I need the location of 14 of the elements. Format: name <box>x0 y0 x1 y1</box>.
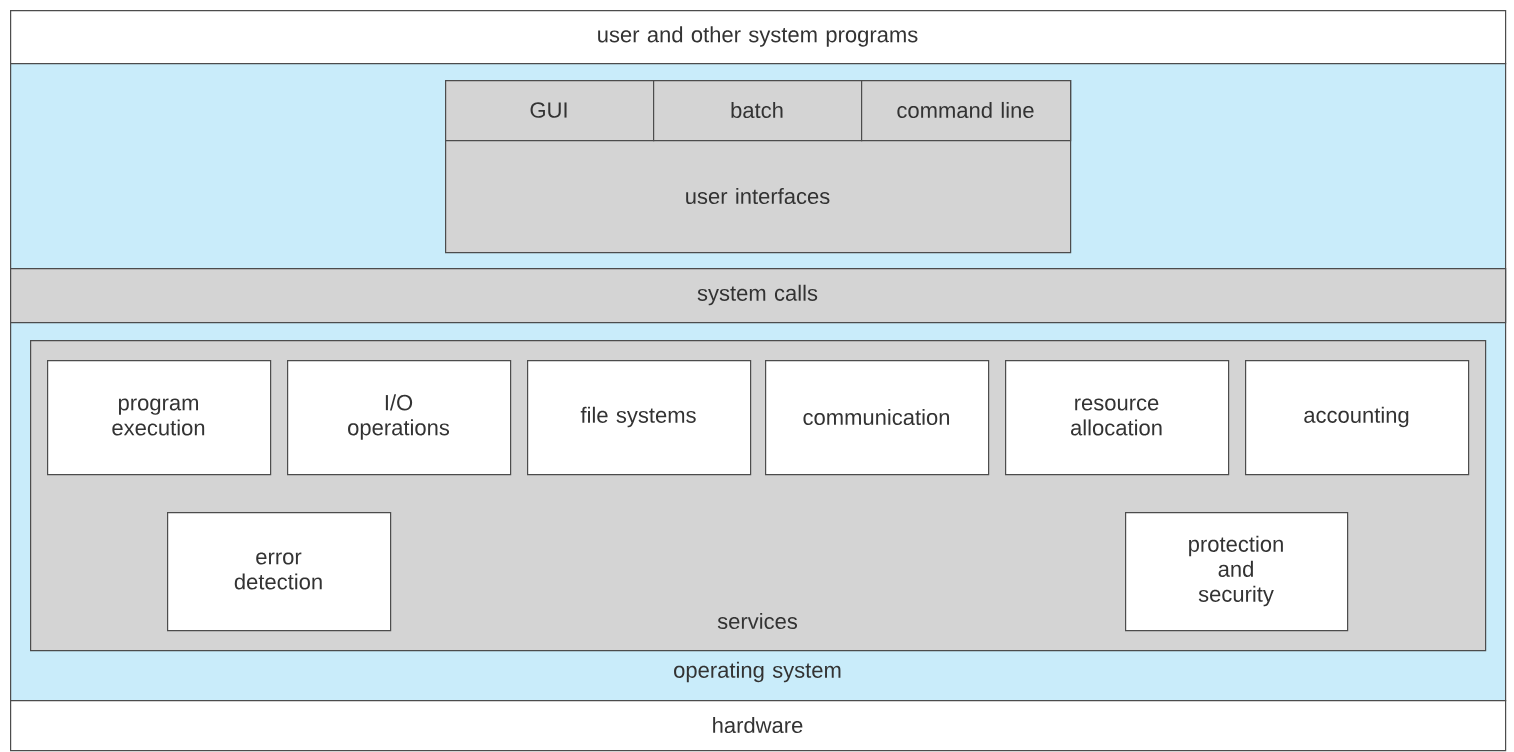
service-box: protection and security <box>1125 512 1349 632</box>
service-box: accounting <box>1245 360 1470 476</box>
layer-band: user and other system programs <box>10 10 1507 65</box>
interface-cell: GUI <box>445 80 655 142</box>
service-box: resource allocation <box>1005 360 1230 476</box>
service-box: communication <box>765 360 990 476</box>
interface-cell: batch <box>653 80 863 142</box>
layer-band: hardware <box>10 700 1507 752</box>
interface-cell: command line <box>861 80 1072 142</box>
service-box: program execution <box>47 360 272 476</box>
layer-band: system calls <box>10 268 1507 324</box>
service-box: I/O operations <box>287 360 512 476</box>
service-box: error detection <box>167 512 392 632</box>
service-box: file systems <box>527 360 752 476</box>
